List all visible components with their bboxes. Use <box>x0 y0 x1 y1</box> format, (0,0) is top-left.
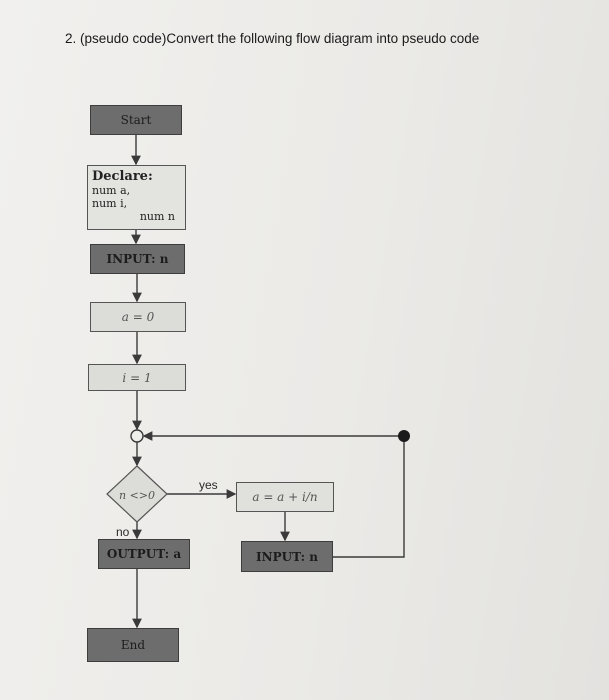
decision-label: n <>0 <box>118 489 155 502</box>
join-point <box>130 429 144 443</box>
declare-node: Declare: num a, num i, num n <box>87 165 186 230</box>
update-a-node: a = a + i/n <box>236 482 334 512</box>
yes-label: yes <box>199 478 218 492</box>
start-node: Start <box>90 105 182 135</box>
assign-a-node: a = 0 <box>90 302 186 332</box>
declare-line-n: num n <box>139 210 175 223</box>
declare-line-i: num i, <box>92 197 128 210</box>
assign-i-node: i = 1 <box>88 364 186 391</box>
edge-loop-back <box>142 431 405 558</box>
decision-diamond <box>106 465 168 523</box>
end-node: End <box>87 628 179 662</box>
no-label: no <box>116 525 130 539</box>
input-n-loop-node: INPUT: n <box>241 541 333 572</box>
declare-title: Declare: <box>92 169 153 184</box>
input-n-node: INPUT: n <box>90 244 185 274</box>
loop-dot <box>398 430 410 442</box>
question-text: 2. (pseudo code)Convert the following fl… <box>65 31 480 46</box>
output-a-node: OUTPUT: a <box>98 539 190 569</box>
declare-line-a: num a, <box>92 184 131 197</box>
